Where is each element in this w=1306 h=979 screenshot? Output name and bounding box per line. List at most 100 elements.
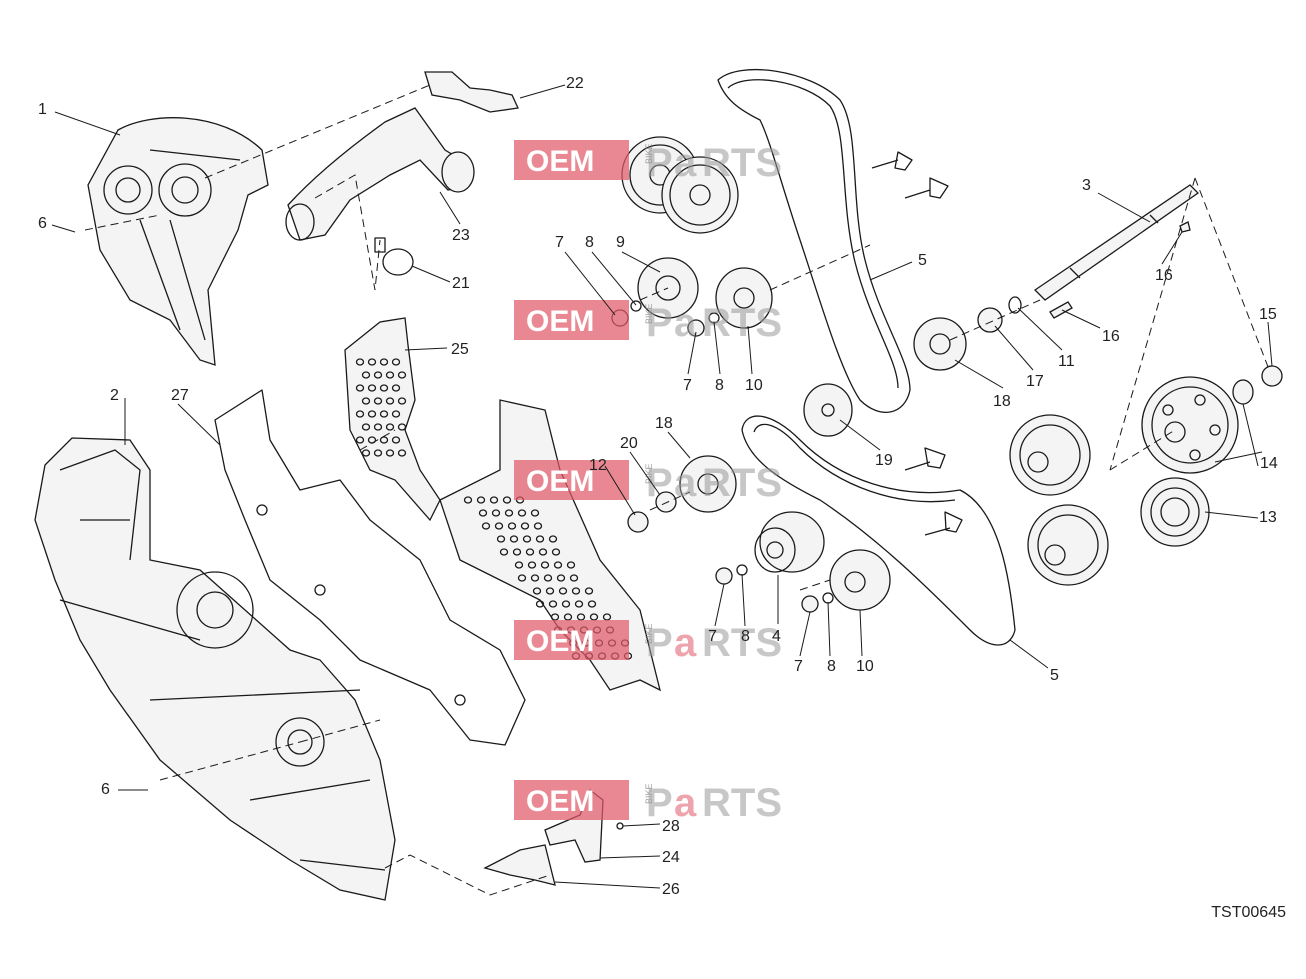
plate-hole bbox=[489, 496, 499, 504]
plate-hole bbox=[367, 358, 377, 366]
plate-hole bbox=[520, 522, 530, 530]
lower-idler-pulley bbox=[829, 549, 891, 611]
callout-8a: 8 bbox=[585, 234, 594, 251]
plate-hole bbox=[391, 358, 401, 366]
callout-2: 2 bbox=[110, 387, 119, 404]
svg-text:BIKE: BIKE bbox=[644, 303, 654, 324]
leader-line bbox=[622, 823, 661, 827]
svg-text:a: a bbox=[674, 781, 697, 825]
callout-24: 24 bbox=[662, 849, 680, 866]
plate-hole bbox=[373, 397, 383, 405]
leader-line bbox=[519, 84, 566, 99]
watermark-1: OEM BIKE P a RTS bbox=[514, 140, 782, 185]
plate-hole bbox=[385, 449, 395, 457]
plate-hole bbox=[397, 397, 407, 405]
plate-hole bbox=[512, 548, 522, 556]
studs bbox=[871, 151, 963, 536]
svg-text:BIKE: BIKE bbox=[644, 463, 654, 484]
callout-1: 1 bbox=[38, 101, 47, 118]
callout-20: 20 bbox=[620, 435, 638, 452]
upper-idler-pulley bbox=[715, 267, 773, 329]
nut-12 bbox=[627, 511, 649, 533]
leader-line bbox=[177, 403, 221, 446]
plate-hole bbox=[561, 600, 571, 608]
assembly-lines bbox=[84, 84, 1271, 896]
plate-hole bbox=[496, 535, 506, 543]
plate-hole bbox=[499, 548, 509, 556]
key-16b bbox=[1049, 301, 1073, 319]
plate-hole bbox=[540, 561, 550, 569]
callout-7d: 7 bbox=[794, 658, 803, 675]
lower-timing-cover bbox=[34, 437, 396, 901]
intake-duct bbox=[285, 107, 475, 241]
plate-hole bbox=[517, 509, 527, 517]
plate-hole bbox=[385, 371, 395, 379]
plate-hole bbox=[558, 587, 568, 595]
callout-5b: 5 bbox=[1050, 667, 1059, 684]
callout-8d: 8 bbox=[827, 658, 836, 675]
callout-7b: 7 bbox=[683, 377, 692, 394]
callout-7c: 7 bbox=[708, 628, 717, 645]
plate-hole bbox=[463, 496, 473, 504]
leader-line bbox=[629, 451, 661, 496]
plate-hole bbox=[535, 535, 545, 543]
leader-line bbox=[439, 191, 461, 225]
svg-text:OEM: OEM bbox=[526, 145, 594, 178]
plate-hole bbox=[361, 371, 371, 379]
plate-hole bbox=[504, 509, 514, 517]
leader-line bbox=[827, 601, 831, 657]
plate-hole bbox=[379, 384, 389, 392]
leader-line bbox=[1097, 192, 1151, 223]
callout-18b: 18 bbox=[655, 415, 673, 432]
crank-sprocket-lower bbox=[679, 455, 737, 513]
callout-16a: 16 bbox=[1155, 267, 1173, 284]
plate-hole bbox=[397, 371, 407, 379]
washer-17 bbox=[977, 307, 1003, 333]
callout-leaders bbox=[51, 84, 1273, 889]
callout-21: 21 bbox=[452, 275, 470, 292]
plate-hole bbox=[551, 548, 561, 556]
leader-line bbox=[799, 611, 811, 657]
svg-text:OEM: OEM bbox=[526, 305, 594, 338]
callout-26: 26 bbox=[662, 881, 680, 898]
plate-hole bbox=[517, 574, 527, 582]
svg-text:a: a bbox=[674, 141, 697, 185]
callout-19: 19 bbox=[875, 452, 893, 469]
callout-18a: 18 bbox=[993, 393, 1011, 410]
drawing-code: TST00645 bbox=[1211, 904, 1286, 921]
callout-8b: 8 bbox=[715, 377, 724, 394]
callout-15: 15 bbox=[1259, 306, 1277, 323]
upper-timing-belt bbox=[717, 68, 911, 413]
plate-hole bbox=[355, 358, 365, 366]
plate-hole bbox=[476, 496, 486, 504]
leader-line bbox=[687, 331, 697, 375]
nut-15 bbox=[1261, 365, 1283, 387]
svg-text:RTS: RTS bbox=[702, 621, 782, 665]
plate-hole bbox=[574, 600, 584, 608]
callout-6b: 6 bbox=[101, 781, 110, 798]
plate-hole bbox=[361, 397, 371, 405]
leader-line bbox=[869, 261, 913, 281]
svg-text:OEM: OEM bbox=[526, 785, 594, 818]
callout-4: 4 bbox=[772, 628, 781, 645]
perforated-plate-upper bbox=[344, 317, 441, 522]
washer-14 bbox=[1232, 379, 1254, 405]
plate-hole bbox=[379, 436, 389, 444]
plate-hole bbox=[553, 561, 563, 569]
svg-text:P: P bbox=[646, 141, 673, 185]
leader-line bbox=[1009, 639, 1049, 669]
plate-hole bbox=[373, 423, 383, 431]
callout-28: 28 bbox=[662, 818, 680, 835]
svg-text:P: P bbox=[646, 461, 673, 505]
plate-hole bbox=[525, 548, 535, 556]
upper-timing-cover bbox=[87, 117, 269, 366]
crank-sprocket-upper bbox=[913, 317, 967, 371]
plate-hole bbox=[587, 600, 597, 608]
callout-27: 27 bbox=[171, 387, 189, 404]
leader-line bbox=[1204, 511, 1259, 519]
leader-line bbox=[747, 325, 753, 375]
plate-hole bbox=[571, 587, 581, 595]
leader-line bbox=[954, 359, 1004, 389]
plate-hole bbox=[391, 436, 401, 444]
plate-hole bbox=[522, 535, 532, 543]
